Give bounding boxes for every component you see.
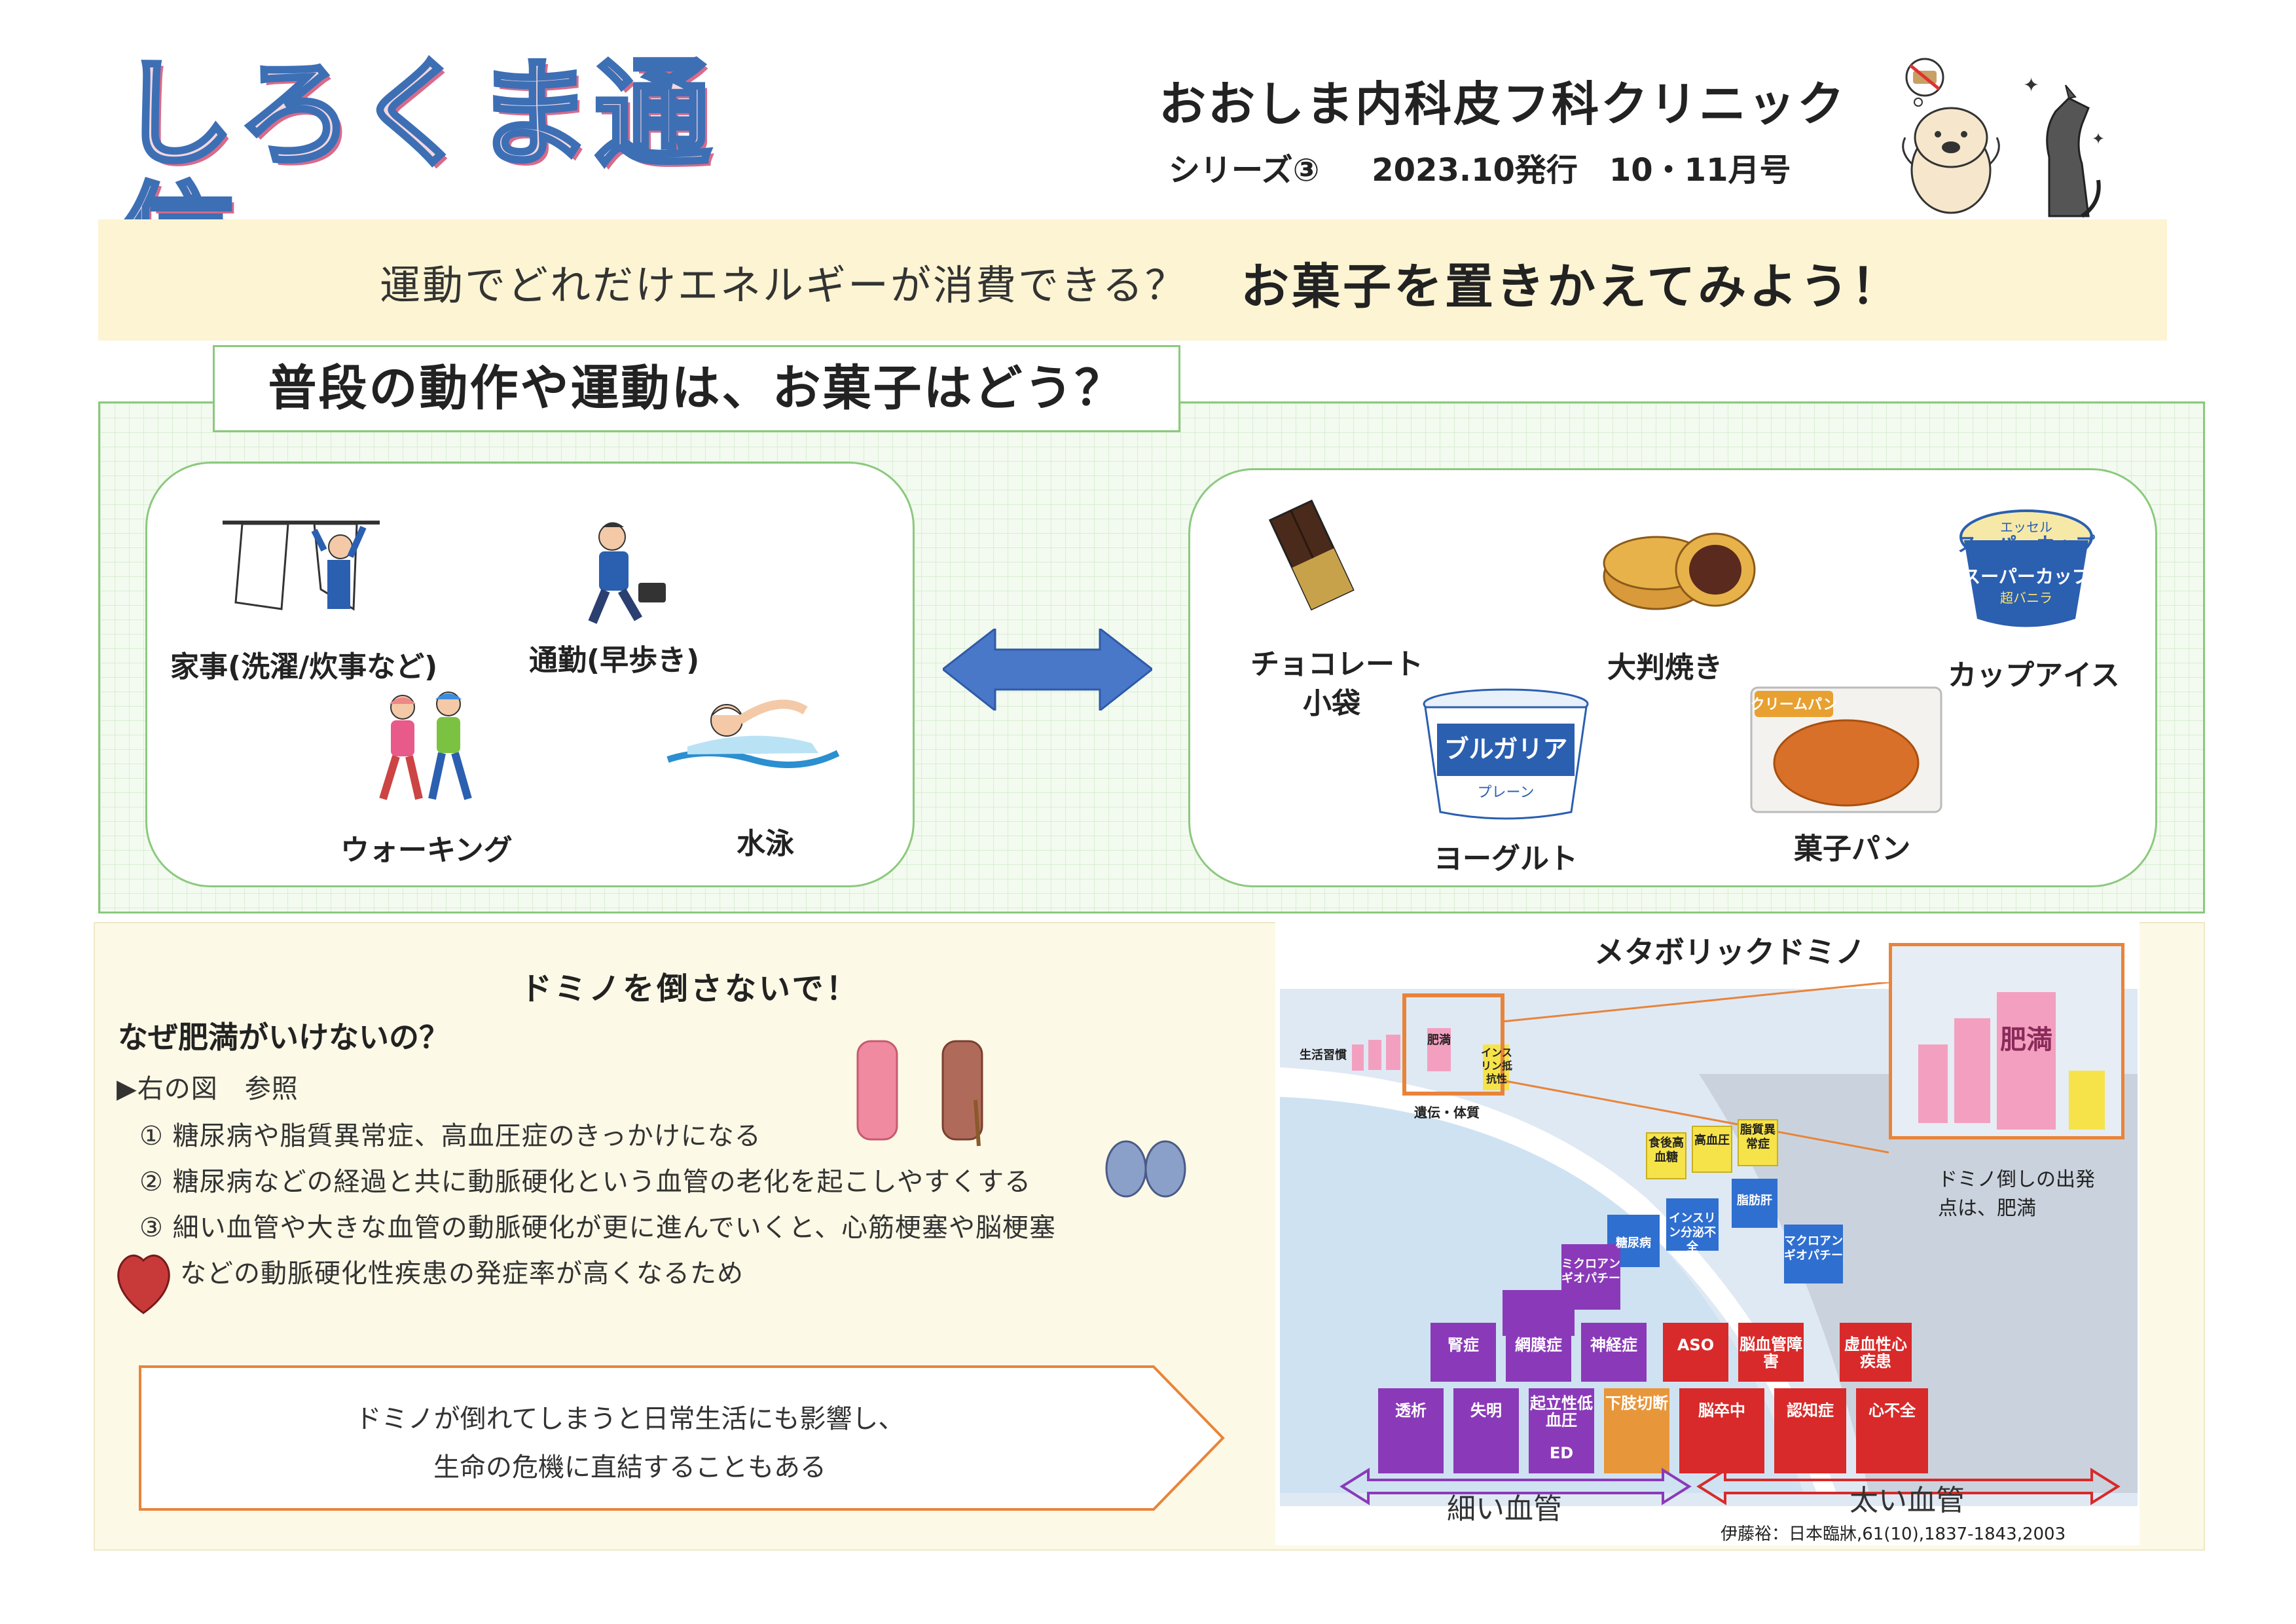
obanyaki-illustration (1603, 532, 1756, 610)
activity-label-walking: ウォーキング (340, 834, 513, 867)
label-ed: ED (1549, 1444, 1574, 1462)
label-neuropathy: 神経症 (1590, 1336, 1637, 1354)
why-obesity-heading: なぜ肥満がいけないの？ (118, 1020, 449, 1055)
reason-line-1: ① 糖尿病や脂質異常症、高血圧症のきっかけになる (139, 1121, 761, 1151)
cream-bread-illustration: クリームパン (1750, 686, 1942, 813)
snack-label-bread: 菓子パン (1794, 832, 1911, 866)
series-label: シリーズ③ (1169, 152, 1320, 189)
ice-sub-text: 超バニラ (2000, 590, 2052, 606)
yogurt-package-text: ブルガリア (1444, 735, 1568, 764)
label-dialysis: 透析 (1395, 1401, 1427, 1420)
ice-package-text-2: スーパーカップ (1962, 566, 2091, 587)
zoom-inset: 肥満 (1889, 943, 2124, 1139)
chocolate-illustration (1268, 499, 1355, 611)
label-nephropathy: 腎症 (1448, 1336, 1479, 1354)
heart-icon (117, 1254, 170, 1314)
callout-line-2: 生命の危機に直結することもある (433, 1452, 826, 1483)
title-question: 運動でどれだけエネルギーが消費できる？ (380, 261, 1188, 309)
label-diabetes: 糖尿病 (1616, 1236, 1651, 1250)
label-retinopathy: 網膜症 (1515, 1336, 1562, 1354)
label-ischemic-heart: 虚血性心疾患 (1844, 1335, 1907, 1371)
yogurt-sub-text: プレーン (1478, 784, 1535, 801)
callout-box (139, 1365, 1225, 1511)
snack-label-small-bag: 小袋 (1303, 687, 1360, 720)
ice-brand-text: エッセル (2000, 519, 2052, 535)
activity-label-housework: 家事(洗濯/炊事など) (170, 650, 438, 684)
reason-line-3: ③ 細い血管や大きな血管の動脈硬化が更に進んでいくと、心筋梗塞や脳梗塞 (139, 1213, 1056, 1243)
double-arrow-icon (943, 629, 1152, 710)
cup-ice-illustration: エッセル スーパーカップ スーパーカップ 超バニラ (1958, 509, 2096, 627)
label-insulin-secretion: インスリン分泌不全 (1669, 1211, 1716, 1254)
label-obesity-small: 肥満 (1427, 1033, 1451, 1047)
snack-label-cup-ice: カップアイス (1948, 659, 2120, 692)
commute-illustration (588, 522, 666, 624)
zoom-obesity-label: 肥満 (1997, 992, 2056, 1130)
snack-label-obanyaki: 大判焼き (1607, 651, 1722, 684)
callout-text: ドミノが倒れてしまうと日常生活にも影響し、 生命の危機に直結することもある (139, 1395, 1121, 1492)
section1-heading: 普段の動作や運動は、お菓子はどう？ (213, 345, 1180, 432)
kidney-icon (1105, 1140, 1186, 1198)
figure-title: メタボリックドミノ (1594, 934, 1865, 970)
label-hypertension: 高血圧 (1694, 1134, 1730, 1147)
label-insulin-resistance: インスリン抵抗性 (1481, 1046, 1513, 1085)
callout-line-1: ドミノが倒れてしまうと日常生活にも影響し、 (355, 1404, 905, 1434)
issue-info: シリーズ③ 2023.10発行 10・11月号 (1169, 144, 1791, 190)
label-heredity: 遺伝・体質 (1414, 1105, 1480, 1120)
svg-text:✦: ✦ (2092, 130, 2105, 148)
reason-line-4: などの動脈硬化性疾患の発症率が高くなるため (180, 1259, 744, 1289)
reason-line-2: ② 糖尿病などの経過と共に動脈硬化という血管の老化を起こしやすくする (139, 1167, 1032, 1197)
mascot-illustration: ✦ ✦ (1902, 58, 2105, 218)
figure-note: ドミノ倒しの出発点は、肥満 (1938, 1168, 2095, 1220)
masthead-logo: しろくま通信 (116, 50, 720, 303)
activity-label-swimming: 水泳 (737, 827, 794, 860)
domino-diagram (1280, 982, 2138, 1506)
domino-heading: ドミノを倒さないで！ (520, 970, 860, 1007)
svg-text:✦: ✦ (2023, 74, 2039, 97)
label-amputation: 下肢切断 (1605, 1394, 1668, 1412)
clinic-name: おおしま内科皮フ科クリニック (1159, 77, 1847, 132)
label-aso: ASO (1677, 1336, 1715, 1354)
snack-label-yogurt: ヨーグルト (1434, 842, 1578, 876)
title-headline: お菓子を置きかえてみよう！ (1241, 259, 1903, 315)
activity-label-commute: 通勤(早歩き) (529, 644, 700, 677)
label-postprandial: 食後高血糖 (1649, 1136, 1684, 1164)
label-stroke: 脳卒中 (1698, 1401, 1745, 1420)
label-macroangiopathy: マクロアンギオパチー (1784, 1234, 1843, 1263)
thin-vessels-label: 細い血管 (1447, 1492, 1562, 1526)
yogurt-illustration: ブルガリア プレーン (1423, 688, 1589, 820)
label-lifestyle: 生活習慣 (1300, 1048, 1347, 1062)
label-dementia: 認知症 (1787, 1401, 1834, 1420)
thick-vessels-label: 太い血管 (1850, 1484, 1965, 1517)
walking-illustration (379, 692, 472, 800)
label-dyslipidemia: 脂質異常症 (1740, 1123, 1776, 1151)
ice-package-text: スーパーカップ (1958, 534, 2096, 557)
figure-citation: 伊藤裕：日本臨牀,61(10),1837-1843,2003 (1721, 1524, 2066, 1544)
issue-date: 2023.10発行 10・11月号 (1372, 152, 1791, 189)
label-fatty-liver: 脂肪肝 (1737, 1194, 1772, 1208)
label-orthostatic: 起立性低血圧 (1530, 1394, 1593, 1430)
label-heart-failure: 心不全 (1868, 1401, 1916, 1420)
label-cerebrovascular: 脳血管障害 (1740, 1335, 1802, 1371)
laundry-illustration (223, 521, 380, 611)
bread-package-text: クリームパン (1751, 697, 1837, 713)
swimming-illustration (666, 699, 840, 768)
label-blindness: 失明 (1470, 1401, 1502, 1420)
label-microangiopathy: ミクロアンギオパチー (1561, 1257, 1620, 1285)
snack-label-chocolate: チョコレート (1250, 648, 1423, 681)
blood-vessel-icon (856, 1040, 983, 1147)
title-band (98, 219, 2167, 341)
reason-line-ref: ▶右の図 参照 (117, 1074, 299, 1104)
